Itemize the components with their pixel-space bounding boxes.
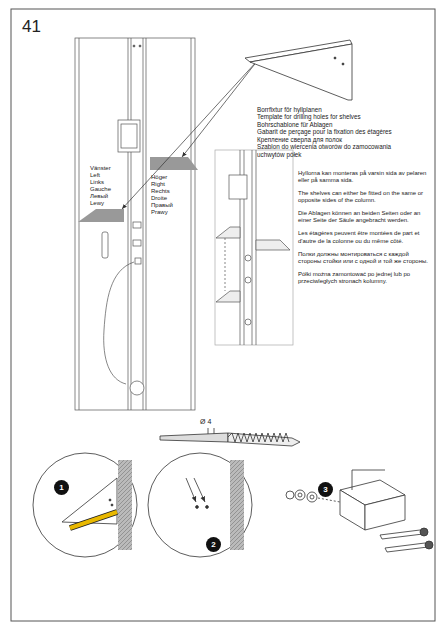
template-caption: Borrfixtur för hyllplanen (257, 106, 407, 113)
note-text: Hyllorna kan monteras på varsin sida av … (298, 170, 430, 184)
note-text: Die Ablagen können an beiden Seiten oder… (298, 210, 430, 224)
side-label: Lewy (90, 200, 126, 207)
drill-template (245, 40, 352, 100)
step2-detail (148, 453, 252, 557)
template-caption: Szablon do wiercenia otworów do zamocowa… (257, 143, 407, 158)
shower-column (75, 38, 195, 410)
column-shelves-view (215, 150, 293, 345)
note-text: Полки должны монтироваться с каждой стор… (298, 251, 430, 265)
callout-number: 2 (206, 537, 221, 552)
template-caption: Template for drilling holes for shelves (257, 113, 407, 120)
drill-bit (160, 428, 300, 446)
side-label: Gauche (90, 186, 126, 193)
note-text: Les étagères peuvent être montées de par… (298, 230, 430, 244)
side-label: Vänster (90, 165, 126, 172)
side-label: Left (90, 172, 126, 179)
shelf-markers (78, 157, 198, 222)
note-text: The shelves can either be fitted on the … (298, 190, 430, 204)
page-number: 41 (22, 17, 41, 37)
page-border (11, 9, 435, 621)
side-label: Right (151, 181, 189, 188)
step1-detail (33, 453, 137, 557)
callout-number: 3 (318, 482, 333, 497)
side-label: Droite (151, 195, 189, 202)
side-label: Höger (151, 174, 189, 181)
template-caption: Gabarit de perçage pour la fixation des … (257, 128, 407, 135)
template-caption: Bohrschablone für Ablagen (257, 121, 407, 128)
step3-bracket (286, 470, 433, 552)
pointer-arrows (122, 60, 258, 209)
side-label: Правый (151, 202, 189, 209)
template-caption: Крепление сверла для полок (257, 136, 407, 143)
note-text: Półki można zamontować po jednej lub po … (298, 271, 430, 285)
side-label: Prawy (151, 209, 189, 216)
dimension: Ø 4 (200, 418, 211, 426)
side-label: Левый (90, 193, 126, 200)
side-label: Rechts (151, 188, 189, 195)
callout-number: 1 (54, 480, 69, 495)
side-label: Links (90, 179, 126, 186)
